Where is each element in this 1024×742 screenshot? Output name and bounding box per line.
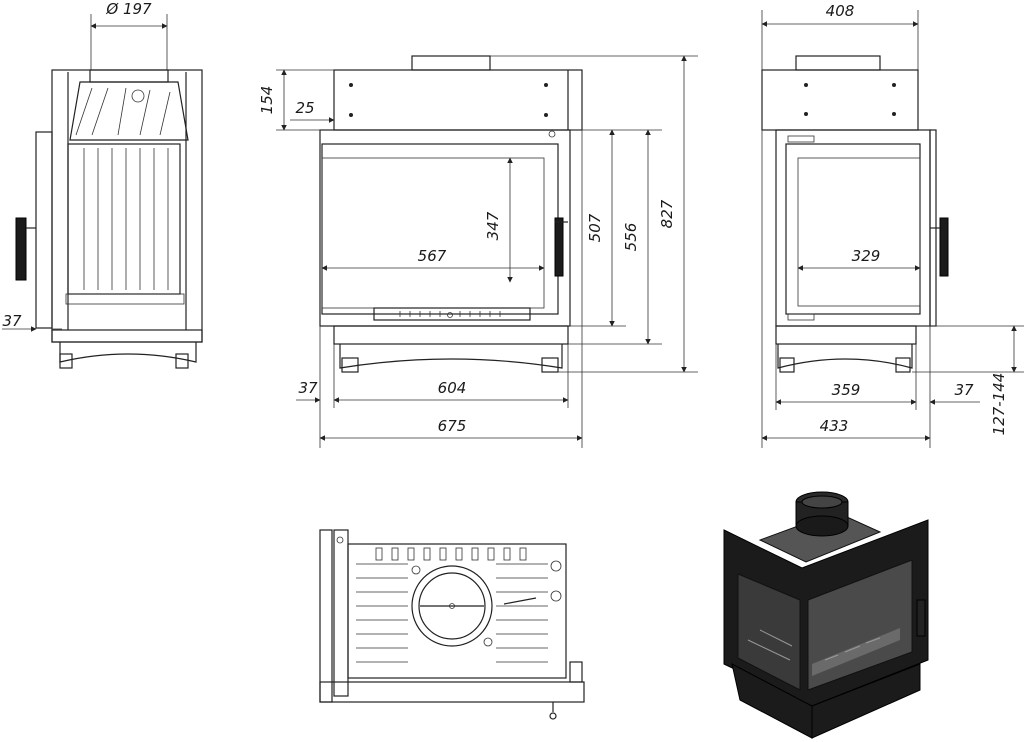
dim-front-body-width: 604 [438, 379, 467, 397]
side-section-view: Ø 197 37 [2, 0, 203, 369]
dim-right-total-depth: 433 [820, 417, 849, 435]
dim-front-glass-height: 347 [484, 211, 502, 240]
dim-right-total-width: 408 [826, 2, 855, 20]
dim-front-left-offset: 37 [298, 379, 318, 397]
perspective-view [723, 491, 929, 739]
dim-front-glass-width: 567 [418, 247, 447, 265]
dim-right-leg-range: 127-144 [990, 373, 1008, 436]
dim-front-door-height: 507 [586, 213, 604, 242]
dim-front-top-height: 154 [258, 86, 276, 115]
dim-front-top-offset: 25 [295, 99, 314, 117]
dim-front-body-height: 556 [622, 223, 640, 252]
dim-right-glass-width: 329 [852, 247, 881, 265]
dim-front-total-width: 675 [438, 417, 467, 435]
dim-side-left-offset: 37 [2, 312, 22, 330]
right-side-view: 408 329 359 37 433 [761, 2, 1024, 448]
front-view: 154 25 347 567 507 556 827 37 604 675 [258, 55, 698, 448]
dim-side-flue-diameter: Ø 197 [105, 0, 152, 18]
dim-right-right-offset: 37 [954, 381, 974, 399]
top-view [319, 529, 585, 720]
dim-front-total-height: 827 [658, 199, 676, 228]
dim-right-body-width: 359 [832, 381, 861, 399]
